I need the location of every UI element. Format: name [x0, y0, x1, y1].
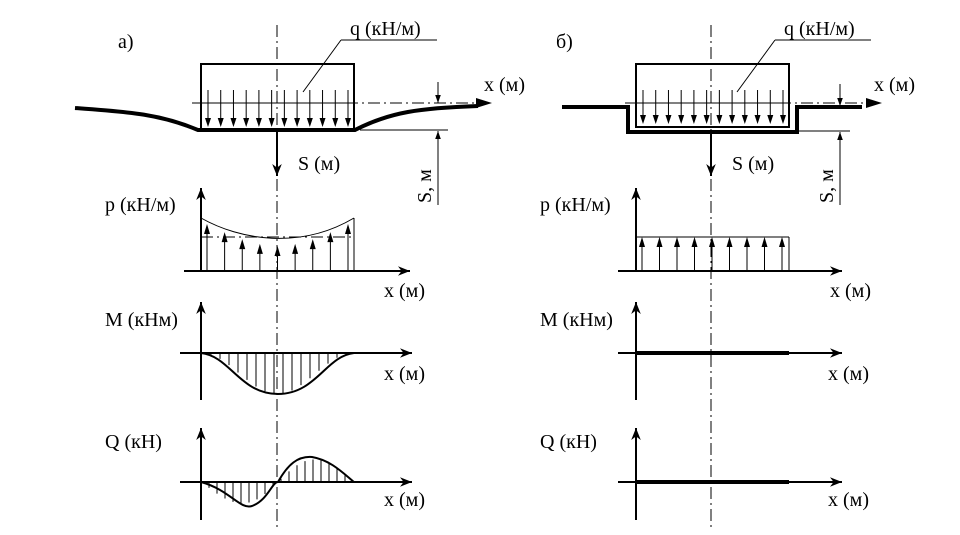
panel-a-p-arrow-head — [309, 239, 316, 250]
panel-b-p-arrow-head — [691, 237, 698, 247]
panel-a-p-arrow-head — [292, 243, 299, 254]
panel-b-p-x-label: x (м) — [830, 280, 871, 302]
panel-a-load-arrow-head — [255, 118, 262, 127]
panel-b-tank — [635, 63, 790, 128]
panel-b-p-arrow-head — [761, 237, 768, 247]
panel-b-q-x-label: x (м) — [828, 489, 869, 511]
panel-a-load-arrow-head — [332, 118, 339, 127]
panel-a-s-label: S (м) — [298, 153, 340, 175]
panel-a-load-arrow-head — [345, 118, 351, 127]
panel-a-p-arrow-head — [239, 239, 246, 250]
panel-b-m-x-label: x (м) — [828, 363, 869, 385]
panel-b-load-arrows — [640, 90, 786, 124]
panel-b-p-arrow-head — [709, 237, 715, 247]
panel-b-load-arrow-head — [767, 115, 774, 124]
panel-a-load-label: q (кН/м) — [350, 18, 421, 40]
panel-b-p-arrow-head — [779, 237, 785, 247]
panel-b-soil-line — [562, 105, 862, 134]
panel-b-load-leader — [736, 39, 776, 93]
panel-a-x-label: x (м) — [484, 74, 525, 96]
panel-a-tag: а) — [118, 31, 134, 53]
panel-a-p-curve — [200, 217, 355, 239]
panel-b-x-axis-arrow — [866, 98, 882, 108]
panel-b-load-arrow-head — [741, 115, 748, 124]
panel-b-load-arrow-head — [780, 115, 786, 124]
panel-a-p-arrow-head — [274, 246, 281, 256]
panel-a: а) q (кН/м) x (м) S (м) S, м p (кН/м) x … — [74, 18, 525, 530]
panel-a-p-label: p (кН/м) — [105, 194, 176, 216]
panel-a-load-arrow-head — [230, 118, 237, 127]
panel-b: б) q (кН/м) x (м) S (м) S, м p (кН/м) x … — [540, 18, 915, 530]
panel-b-load-arrow-head — [716, 115, 723, 124]
panel-a-m-curve — [200, 352, 355, 396]
panel-b-q-label: Q (кН) — [540, 431, 597, 453]
panel-a-p-arrows — [204, 223, 351, 271]
panel-a-p-arrow-head — [256, 243, 263, 254]
panel-a-m-hatch — [210, 353, 347, 394]
panel-a-load-arrow-head — [268, 118, 275, 127]
panel-a-q-label: Q (кН) — [105, 431, 162, 453]
panel-a-load-arrow-head — [281, 118, 288, 127]
panel-a-p-arrow-head — [345, 223, 351, 234]
panel-b-s-label: S (м) — [732, 153, 774, 175]
panel-b-load-arrow-head — [690, 115, 697, 124]
panel-a-load-arrow-head — [306, 118, 313, 127]
panel-a-p-arrow-head — [221, 232, 228, 243]
panel-a-x-axis-arrow — [476, 98, 492, 108]
panel-a-load-arrow-head — [205, 118, 211, 127]
panel-a-load-arrow-head — [243, 118, 250, 127]
panel-b-p-arrow-head — [656, 237, 663, 247]
panel-b-load-arrow-head — [652, 115, 659, 124]
panel-a-load-arrow-head — [319, 118, 326, 127]
panel-b-p-arrows — [639, 237, 785, 271]
panel-b-load-arrow-head — [729, 115, 736, 124]
panel-b-load-arrow-head — [640, 115, 646, 124]
panel-a-load-leader — [302, 39, 342, 93]
panel-a-q-x-label: x (м) — [384, 489, 425, 511]
panel-b-load-arrow-head — [754, 115, 761, 124]
panel-b-x-label: x (м) — [874, 74, 915, 96]
panel-b-p-arrow-head — [726, 237, 733, 247]
panel-a-p-arrow-head — [204, 223, 210, 234]
panel-b-p-label: p (кН/м) — [540, 194, 611, 216]
panel-a-m-label: M (кНм) — [105, 309, 178, 331]
panel-b-m-label: M (кНм) — [540, 309, 613, 331]
panel-b-load-arrow-head — [703, 115, 710, 124]
panel-a-load-arrow-head — [217, 118, 224, 127]
panel-a-q-hatch — [208, 459, 346, 504]
panel-b-p-arrow-head — [639, 237, 645, 247]
panel-b-p-arrow-head — [674, 237, 680, 247]
panel-a-p-x-label: x (м) — [384, 280, 425, 302]
panel-b-load-arrow-head — [678, 115, 685, 124]
panel-b-load-label: q (кН/м) — [784, 18, 855, 40]
panel-a-settle-label: S, м — [414, 169, 436, 203]
panel-b-p-arrow-head — [744, 237, 750, 247]
panel-b-load-arrow-head — [665, 115, 672, 124]
panel-a-load-arrow-head — [294, 118, 301, 127]
panel-a-p-arrow-head — [327, 232, 334, 243]
panel-a-q-curve — [200, 455, 355, 508]
panel-b-settle-label: S, м — [816, 169, 838, 203]
panel-a-load-arrows — [205, 90, 351, 127]
panel-a-m-x-label: x (м) — [384, 363, 425, 385]
panel-b-tag: б) — [556, 31, 573, 53]
